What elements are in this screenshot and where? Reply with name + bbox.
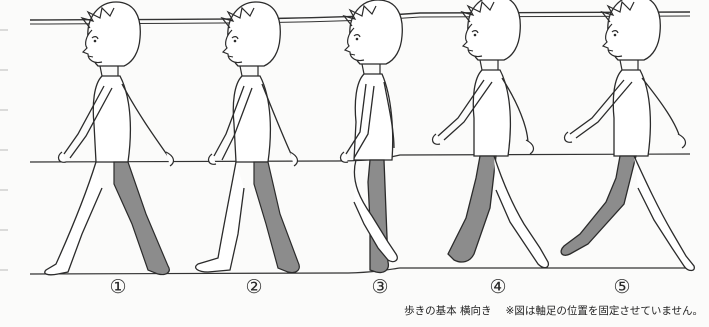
illustration-caption: 歩きの基本 横向き ※図は軸足の位置を固定させていません。	[404, 303, 703, 318]
frame-number-4: ④	[478, 276, 518, 298]
frame-number-5: ⑤	[602, 276, 642, 298]
walker-frame-5	[561, 0, 694, 271]
caption-title: 歩きの基本 横向き	[404, 305, 491, 317]
frame-number-1: ①	[98, 276, 138, 298]
frame-number-3: ③	[360, 276, 400, 298]
walker-frame-3	[341, 0, 403, 273]
caption-note: ※図は軸足の位置を固定させていません。	[506, 305, 703, 317]
walker-frame-1	[45, 2, 174, 275]
frame-number-2: ②	[234, 276, 274, 298]
walker-frame-2	[196, 2, 300, 273]
walker-frame-4	[433, 0, 549, 268]
ground-guide-line	[30, 268, 690, 274]
